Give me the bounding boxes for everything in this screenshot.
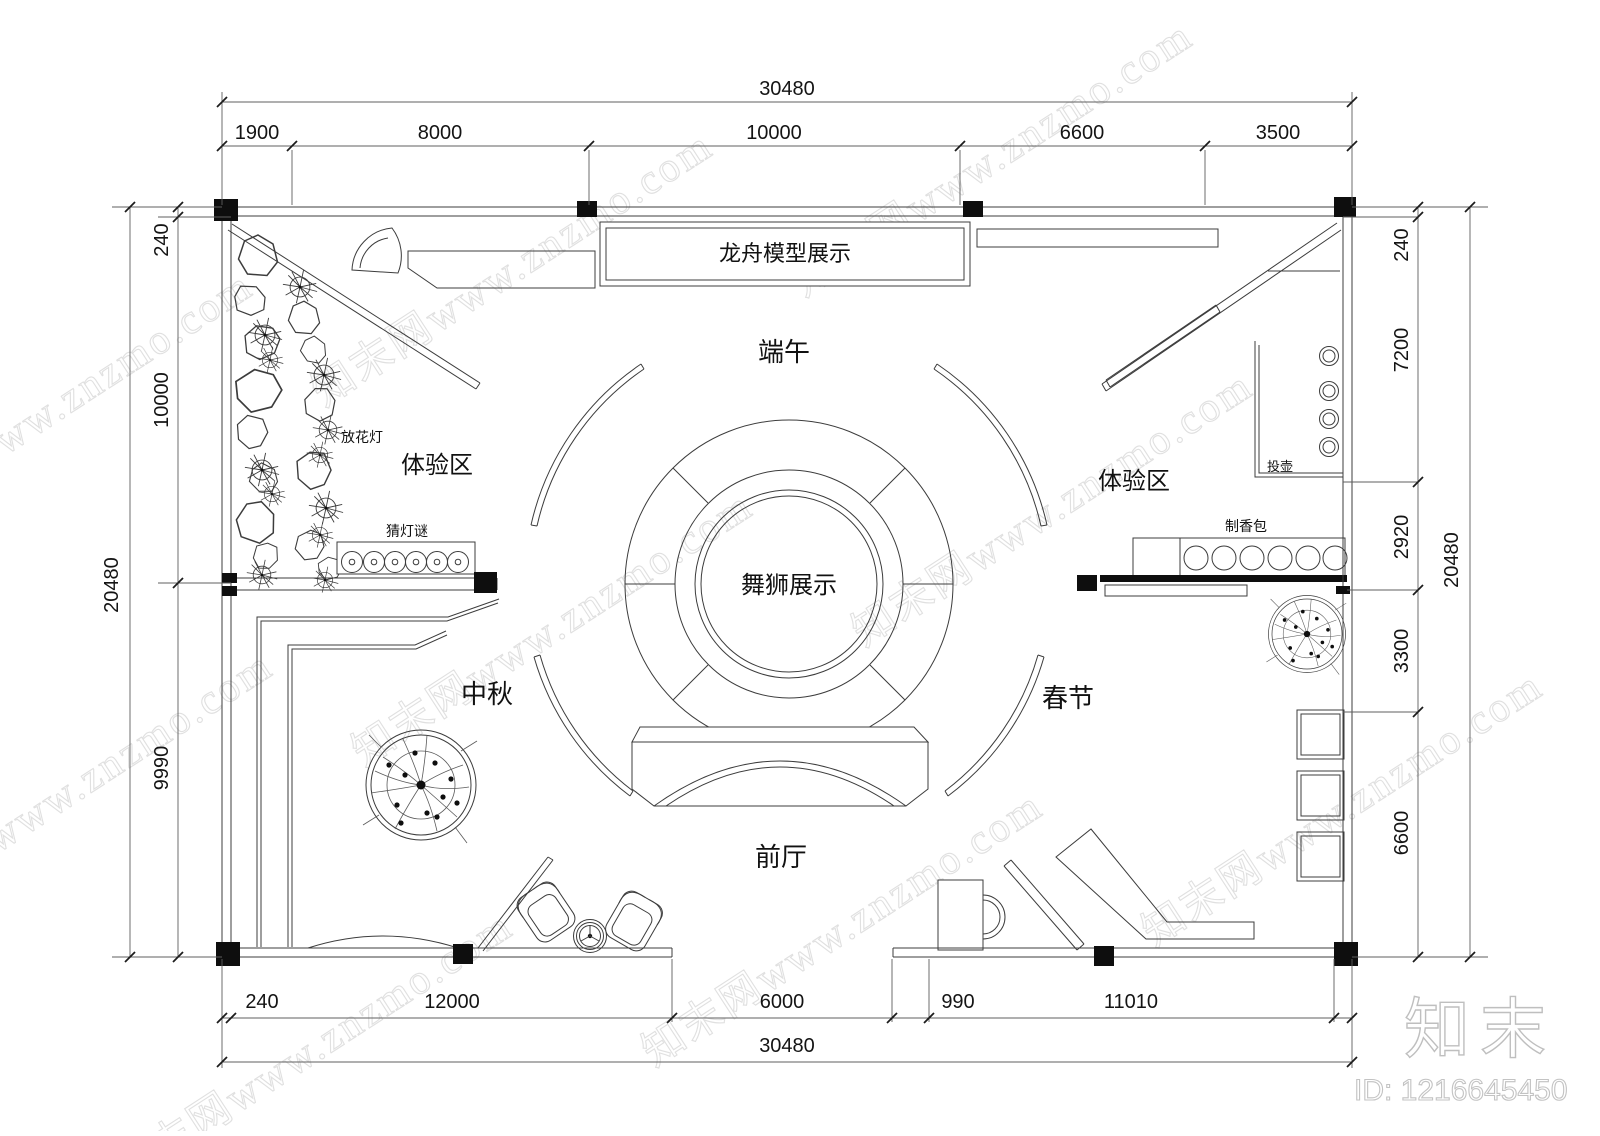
dim-top-seg: 3500 [1256, 122, 1301, 144]
building-walls [221, 206, 1353, 958]
dim-ticks-top [216, 96, 1358, 152]
dragon-boat-display-case [599, 221, 971, 287]
top-counter [407, 250, 596, 289]
label-mid-autumn-zone: 中秋 [461, 680, 513, 709]
dim-right-seg: 240 [1391, 228, 1413, 261]
dim-right-seg: 2920 [1391, 515, 1413, 560]
site-brand: 知末 ID: 1216645450 [1353, 993, 1568, 1107]
label-front-hall: 前厅 [755, 843, 807, 872]
dim-left-seg: 240 [151, 223, 173, 256]
dim-left-seg: 9990 [151, 746, 173, 791]
dim-bottom-seg: 990 [941, 991, 974, 1013]
sachet-table [1132, 537, 1348, 577]
dim-left-total: 20480 [101, 557, 123, 613]
interior-partitions [227, 222, 1347, 952]
top-right-shelf [976, 228, 1340, 272]
label-flower-lanterns: 放花灯 [341, 430, 383, 446]
watermark-text: 知末网www.znzmo.com [844, 362, 1261, 655]
znzmo-logo: 知末 [1404, 994, 1556, 1067]
image-id-label: ID: 1216645450 [1354, 1074, 1568, 1107]
dim-ticks-left [124, 201, 184, 963]
dim-top-seg: 10000 [746, 122, 802, 144]
watermark-text: 知末网www.znzmo.com [104, 902, 521, 1131]
label-experience-zone-left: 体验区 [401, 452, 473, 479]
reception-desk [937, 879, 1006, 951]
watermark-text: 知末网www.znzmo.com [0, 642, 281, 935]
dim-top-seg: 6600 [1060, 122, 1105, 144]
arch-bridge [631, 726, 930, 807]
dim-bottom-seg: 6000 [760, 991, 805, 1013]
label-lantern-riddles: 猜灯谜 [386, 524, 428, 540]
pitch-pot-area [1254, 341, 1343, 478]
label-pitch-pot: 投壶 [1267, 459, 1293, 474]
lounge-chairs-left [512, 877, 667, 956]
dim-right-seg: 7200 [1391, 328, 1413, 373]
label-sachet-making: 制香包 [1225, 519, 1267, 535]
round-table [573, 919, 607, 953]
label-spring-festival-zone: 春节 [1042, 684, 1094, 713]
dim-right-total: 20480 [1441, 532, 1463, 588]
label-experience-zone-right: 体验区 [1098, 468, 1170, 495]
dim-right-seg: 6600 [1391, 811, 1413, 856]
fan-display [351, 227, 402, 274]
dim-left-seg: 10000 [151, 372, 173, 428]
dim-ticks-right [1412, 201, 1476, 963]
dimensions: 30480 1900 8000 10000 6600 3500 240 1200… [101, 78, 1488, 1068]
label-duanwu-zone: 端午 [758, 338, 810, 367]
label-dragon-boat-display: 龙舟模型展示 [719, 241, 851, 266]
label-lion-dance-display: 舞狮展示 [741, 572, 837, 599]
dim-bottom-seg: 12000 [424, 991, 480, 1013]
dim-right-seg: 3300 [1391, 629, 1413, 674]
structural-columns [214, 197, 1358, 966]
dim-top-seg: 1900 [235, 122, 280, 144]
dim-bottom-seg: 11010 [1104, 991, 1158, 1013]
solid-wall-band [1100, 575, 1347, 582]
chaise-lounges [1003, 828, 1255, 951]
curved-screen-walls [530, 363, 1048, 797]
dim-top-total: 30480 [759, 78, 815, 100]
dim-ticks-bottom [216, 1012, 1358, 1068]
dim-top-seg: 8000 [418, 122, 463, 144]
watermark-text: 知末网www.znzmo.com [634, 782, 1051, 1075]
spring-festival-tree [1266, 595, 1347, 675]
lantern-riddle-bench [336, 541, 476, 575]
dim-bottom-total: 30480 [759, 1035, 815, 1057]
lion-dance-stage [624, 419, 954, 749]
dim-bottom-seg: 240 [245, 991, 278, 1013]
zone-labels: 龙舟模型展示 端午 放花灯 体验区 猜灯谜 舞狮展示 中秋 前厅 春节 体验区 … [341, 241, 1293, 872]
